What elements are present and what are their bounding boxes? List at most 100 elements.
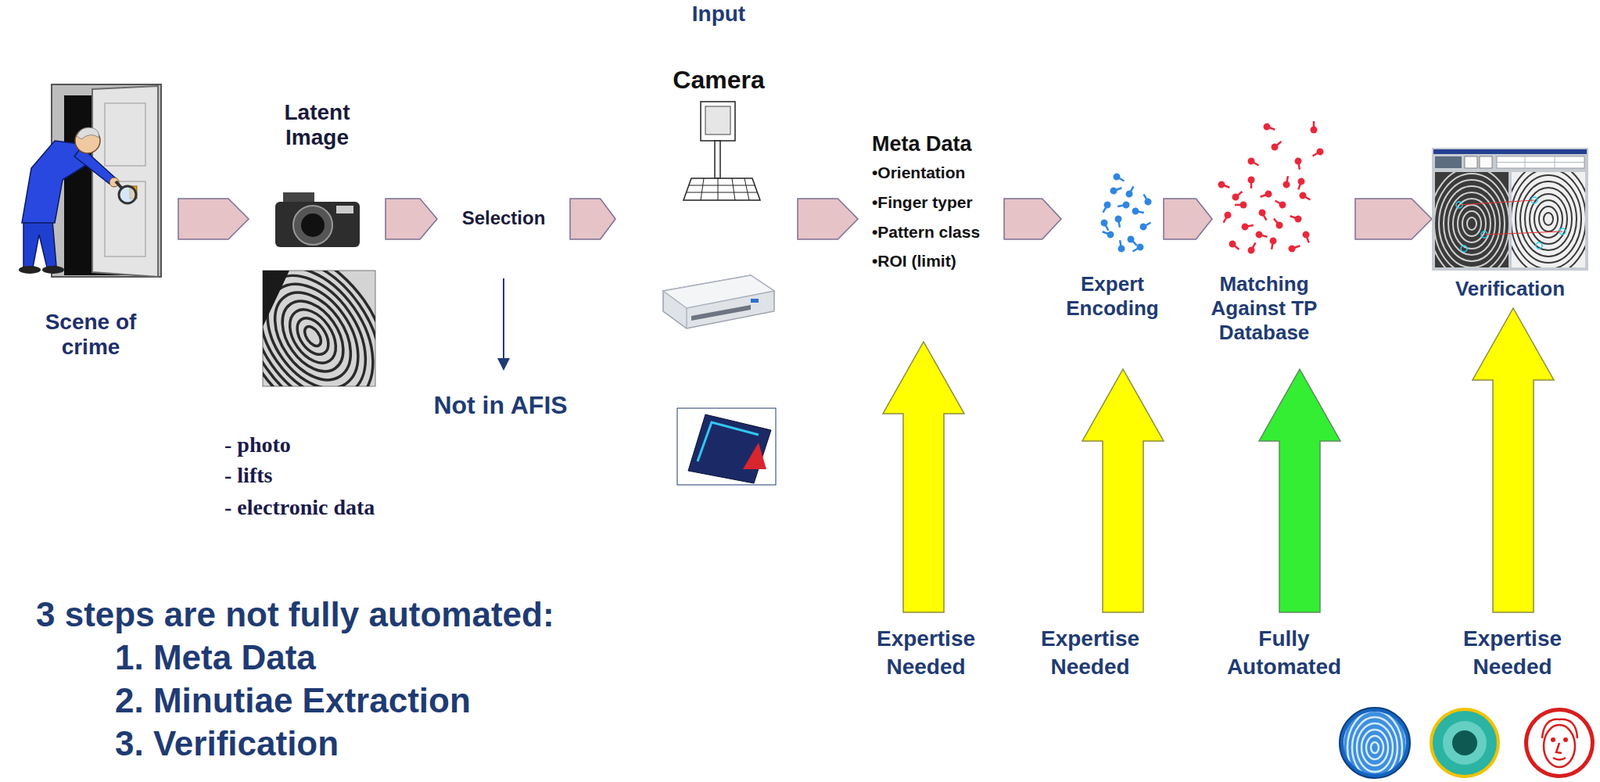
verification-screenshot-part-part: [1515, 175, 1582, 263]
verification-screenshot-part: [1496, 156, 1585, 169]
flow-chevron: [797, 198, 858, 240]
verification-screenshot-part-part: [1511, 172, 1586, 268]
detective-illustration-part: [76, 127, 99, 140]
database-minutiae-part: [1220, 210, 1234, 225]
biometric-logos-part: [1339, 707, 1410, 779]
flow-chevron: [570, 198, 616, 240]
verification-screen-shape: [1432, 148, 1589, 271]
summary-box: 3 steps are not fully automated:1. Meta …: [25, 583, 610, 779]
database-minutiae-part: [1216, 179, 1231, 191]
text-group: Selection: [437, 159, 571, 277]
selection-diamond: Selection: [437, 159, 571, 277]
biometric-logos-part: [1432, 710, 1497, 775]
verification-screenshot-part-part: [1543, 212, 1554, 226]
latent-fingerprint-photo-part-part: [262, 270, 376, 387]
node-text: •Pattern class: [871, 217, 980, 248]
biometric-logos-part: [1563, 737, 1568, 743]
verification-screenshot-part: [1431, 147, 1589, 271]
annotation-label: Not in AFIS: [422, 391, 579, 420]
text-group: Meta Data•Orientation•Finger typer•Patte…: [871, 132, 1001, 277]
detective-illustration-part: [118, 186, 137, 204]
verification-screenshot-part-part: [1467, 217, 1477, 230]
copy-stand-camera-icon-part: [683, 178, 761, 201]
copy-stand-camera-icon-part: [700, 178, 704, 201]
node-text: 3 steps are not fully automated:: [35, 592, 555, 636]
summary-box-shape: [26, 584, 609, 779]
detective-illustration-part: [104, 103, 146, 166]
node-text: •Orientation: [871, 157, 966, 188]
tp-database-stack-shape: [1212, 174, 1317, 268]
annotation-label: Expertise Needed: [1442, 624, 1583, 682]
expert-minutiae-part: [1124, 184, 1138, 199]
expertise-arrows-part: [1082, 369, 1164, 613]
copy-stand-camera-icon-part: [688, 185, 755, 187]
biometric-logos-part-part: [1542, 719, 1578, 739]
database-minutiae-part: [1298, 190, 1313, 204]
verification-screenshot-part-part: [1511, 172, 1586, 268]
verification-screenshot-part: [1479, 156, 1493, 169]
meta-data-box: Meta Data•Orientation•Finger typer•Patte…: [857, 122, 1005, 286]
detective-illustration-part: [74, 147, 116, 184]
verification-screen: Verification: [1431, 147, 1589, 271]
latent-fingerprint-photo-part: [262, 270, 376, 387]
expert-minutiae: [1099, 172, 1153, 255]
biometric-logos: [1339, 704, 1595, 782]
latent-image-cylinder: Latent Image: [248, 81, 386, 435]
label-holder: Expertise Needed: [1019, 624, 1161, 682]
text-group: Matching Against TP Database: [1201, 272, 1328, 346]
flatbed-scanner-icon-part: [663, 275, 775, 329]
node-text: 3. Verification: [114, 721, 339, 765]
node-text: Input: [688, 1, 749, 27]
flatbed-scanner-icon: [653, 254, 779, 337]
label-holder: Expertise Needed: [855, 624, 997, 682]
verification-screenshot-part: [1554, 156, 1556, 169]
database-minutiae-part: [1310, 121, 1318, 134]
latent-fingerprint-photo-part-part-part: [262, 270, 376, 387]
detective-illustration-part: [18, 265, 41, 274]
node-text: Matching Against TP Database: [1201, 272, 1328, 346]
annotation-label: - lifts: [224, 462, 460, 488]
biometric-logos-part-part: [1370, 742, 1379, 754]
flatbed-scanner-icon-part: [691, 304, 751, 321]
verification-screenshot-part-part: [1448, 192, 1496, 255]
label-holder: - lifts: [224, 462, 460, 488]
database-minutiae-part: [1287, 242, 1302, 254]
camera-photo-part: [301, 213, 325, 237]
database-minutiae-part: [1246, 240, 1260, 255]
expert-minutiae-part: [1099, 218, 1113, 233]
flatbed-scanner-icon-part: [653, 254, 779, 337]
expert-minutiae-part: [1116, 200, 1131, 211]
flatbed-scanner-icon-part: [750, 298, 759, 303]
tp-database-stack-shape: [1236, 125, 1340, 219]
not-in-afis-arrow-part: [497, 358, 510, 371]
detective-illustration: [18, 84, 162, 277]
biometric-logos-part: [1524, 707, 1595, 779]
label-holder: Expertise Needed: [1442, 624, 1583, 682]
input-region-shape: [616, 14, 1596, 577]
latent-fingerprint-photo-part-part: [262, 270, 290, 327]
biometric-logos-part: [1429, 707, 1500, 779]
latent-fingerprint-photo-part-part-part: [262, 270, 376, 387]
text-group: 3 steps are not fully automated:1. Meta …: [35, 592, 603, 765]
biometric-logos-part: [1342, 704, 1407, 782]
annotation-label: Expertise Needed: [1019, 624, 1161, 682]
verification-screenshot-part-part: [1438, 179, 1505, 268]
verification-screenshot-part-part: [1462, 211, 1482, 237]
verification-screenshot-part: [1464, 156, 1478, 169]
database-minutiae-part: [1268, 236, 1278, 251]
biometric-logos-part: [1550, 737, 1556, 743]
database-minutiae-part: [1254, 229, 1268, 241]
label-holder: - photo: [224, 432, 460, 458]
text-group: Scene of crime: [32, 309, 150, 360]
database-minutiae-part: [1301, 229, 1313, 244]
node-text: 1. Meta Data: [114, 635, 316, 679]
detective-illustration-part: [75, 128, 101, 154]
biometric-logos-part-part: [1366, 735, 1384, 760]
biometric-logos-part-part: [1356, 723, 1393, 772]
memory-card-icon-part: [688, 414, 772, 484]
verification-screenshot-part: [1511, 172, 1586, 268]
biometric-logos-part-part: [1347, 710, 1403, 782]
memory-card-icon-part: [697, 422, 759, 462]
verification-screenshot-part: [1511, 172, 1586, 268]
verification-screenshot-part-part: [1443, 186, 1500, 262]
